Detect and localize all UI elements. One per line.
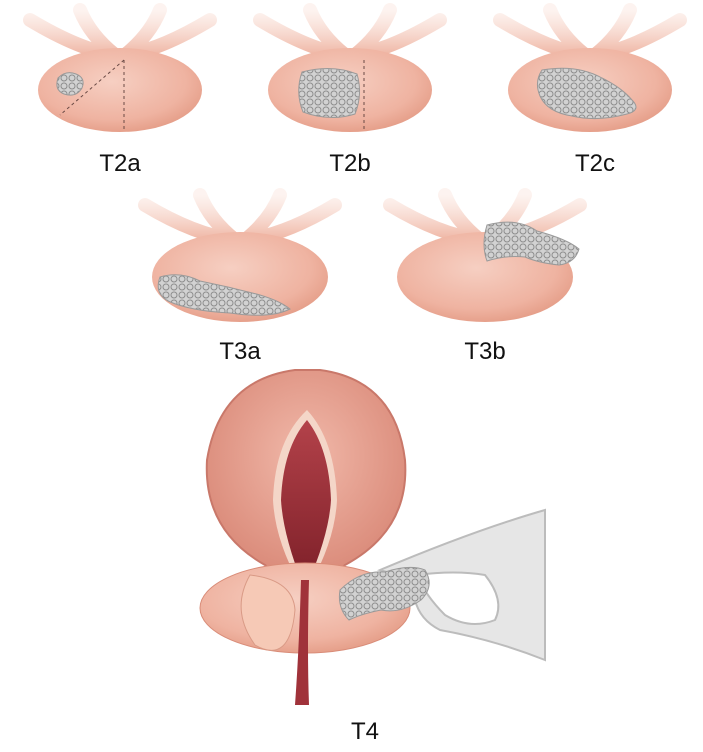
tumor-region [484,222,579,265]
stage-label-t3a: T3a [190,338,290,366]
prostate-t2a-illustration [20,10,220,140]
prostate-t2c-illustration [490,10,690,140]
tumor-region [57,73,83,95]
prostate-t2b-illustration [250,10,450,140]
prostate-t3b-illustration [375,195,600,330]
tumor-region [299,68,360,117]
stage-label-t2b: T2b [300,150,400,178]
stage-label-t2c: T2c [545,150,645,178]
stage-label-t4: T4 [315,718,415,746]
bladder-prostate-t4-illustration [195,370,695,705]
prostate-t3a-illustration [130,195,350,330]
stage-label-t3b: T3b [435,338,535,366]
stage-label-t2a: T2a [70,150,170,178]
